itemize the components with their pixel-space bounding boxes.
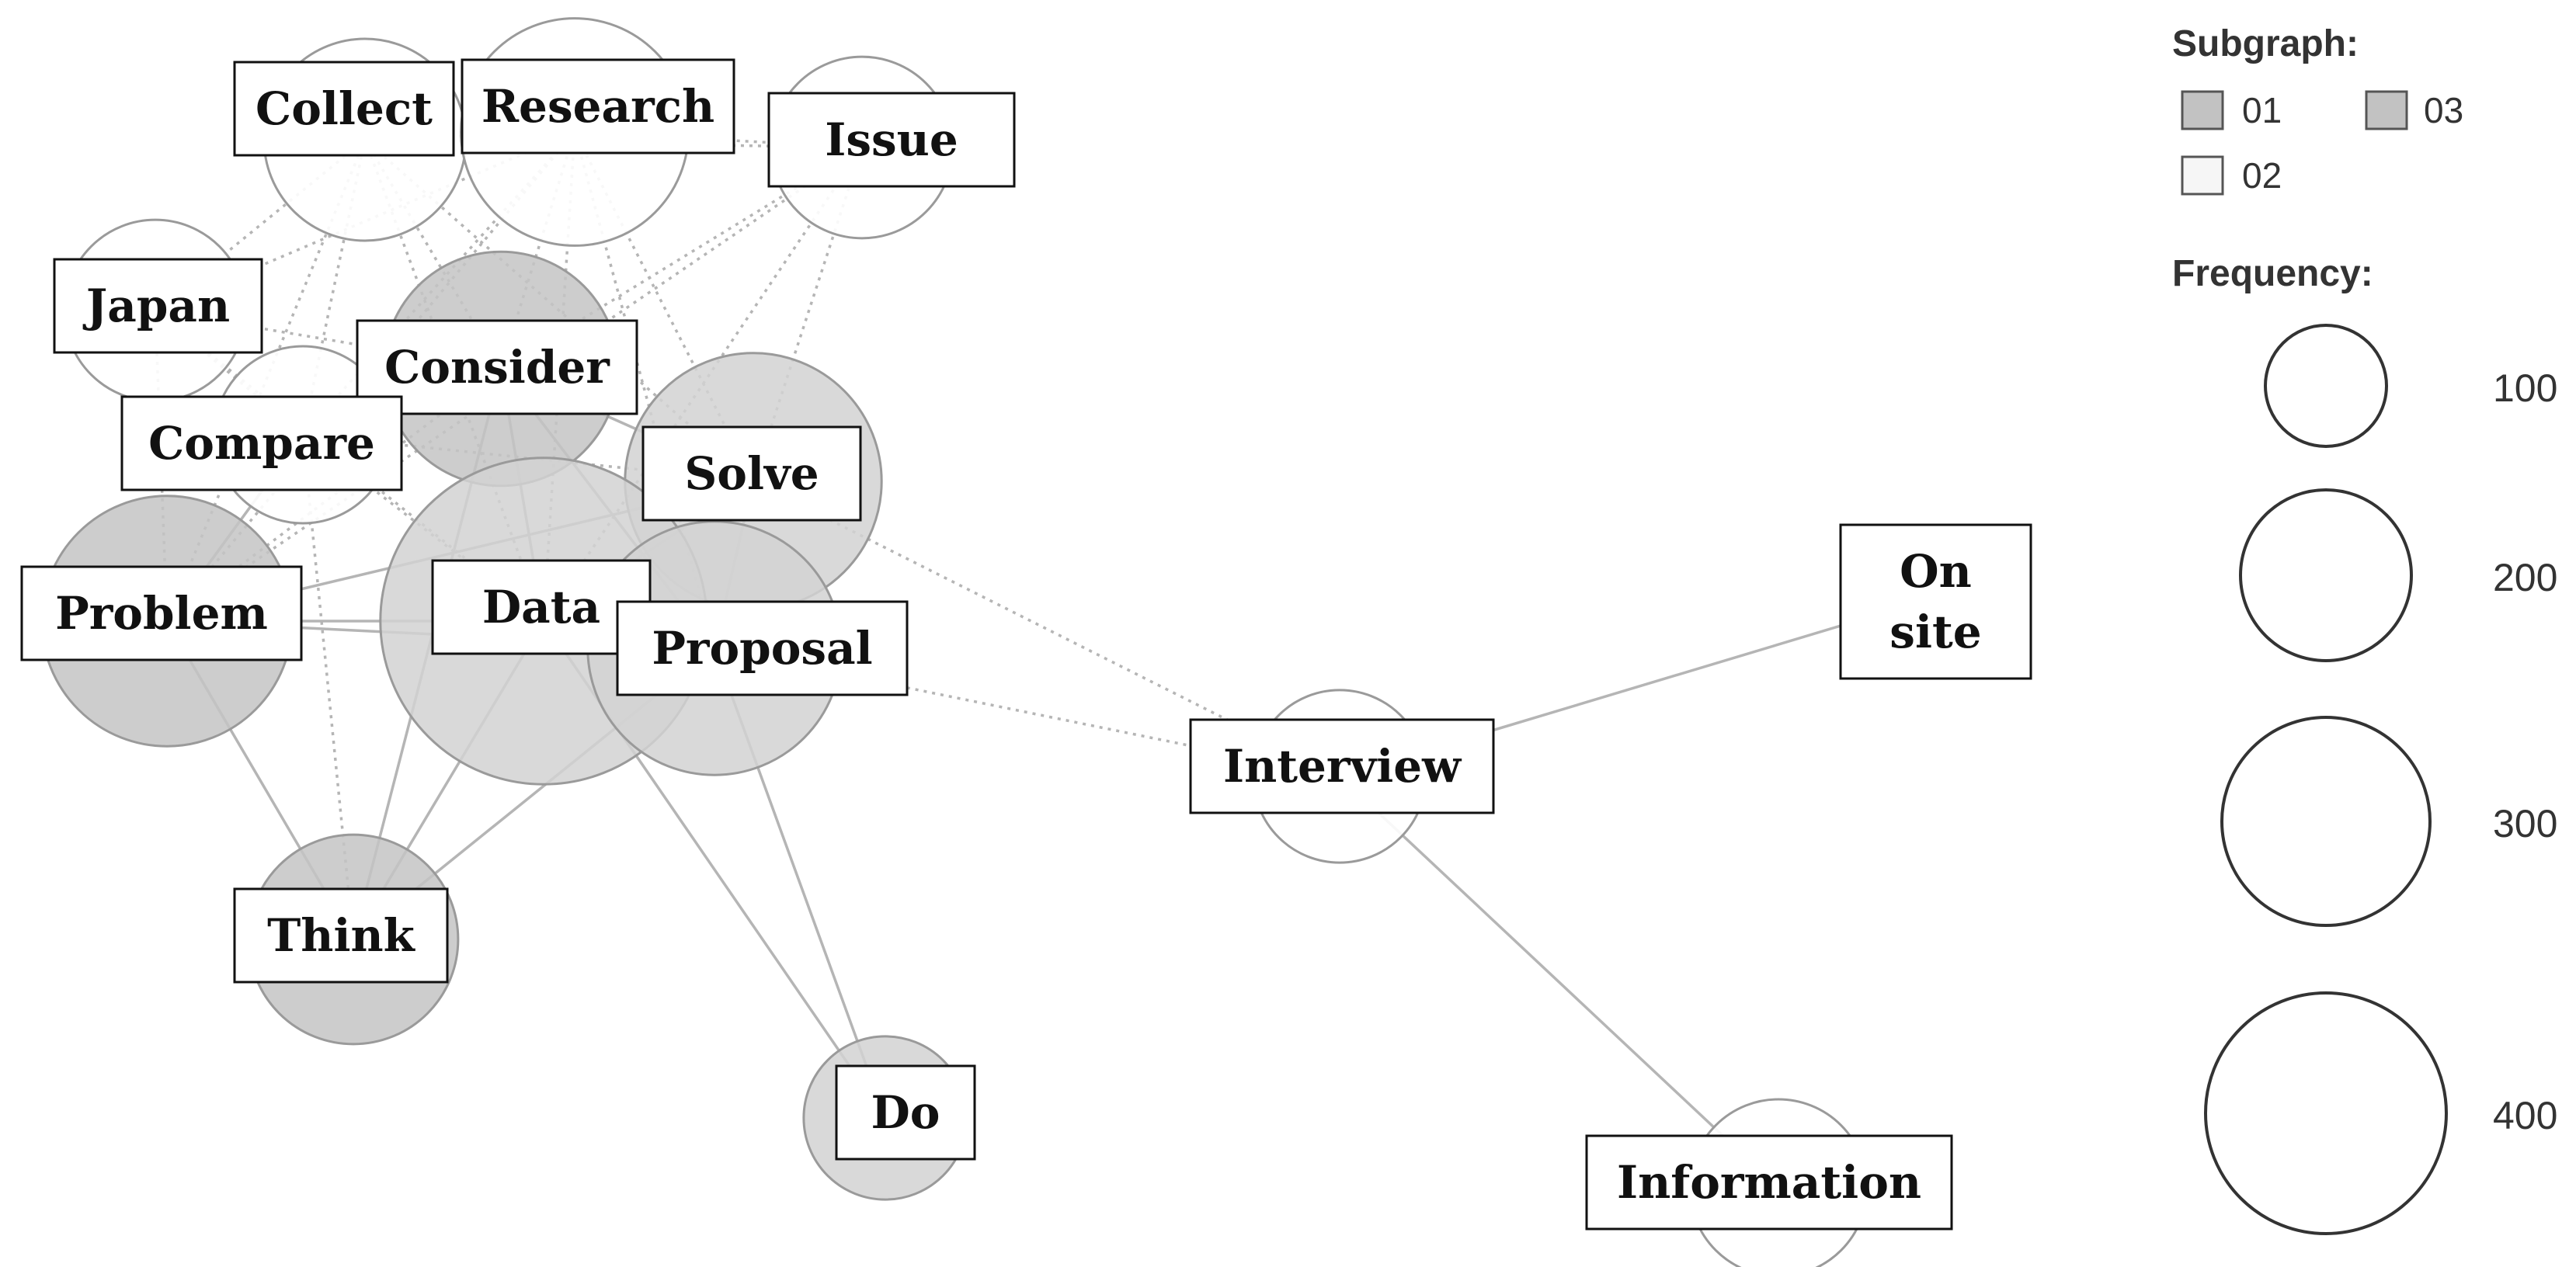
subgraph-01-swatch bbox=[2181, 90, 2224, 130]
subgraph-legend-item-01: 01 bbox=[2181, 90, 2282, 130]
node-label-box-collect bbox=[233, 61, 455, 157]
node-label-box-data bbox=[431, 559, 652, 655]
node-label-text-onsite-0: On bbox=[1900, 545, 1972, 598]
node-label-think: Think bbox=[233, 887, 449, 984]
labels-layer: Collect ResearchIssueJapanConsiderCompare… bbox=[20, 58, 2032, 1231]
node-label-text-think: Think bbox=[267, 909, 416, 962]
edge-issue-data bbox=[542, 147, 864, 622]
node-label-data: Data bbox=[431, 559, 652, 655]
frequency-label-100: 100 bbox=[2493, 366, 2557, 410]
node-label-text-proposal: Proposal bbox=[652, 622, 872, 675]
node-label-box-think bbox=[233, 887, 449, 984]
subgraph-legend-item-02: 02 bbox=[2181, 155, 2282, 196]
node-label-box-consider bbox=[356, 319, 638, 415]
frequency-label-200: 200 bbox=[2493, 556, 2557, 599]
frequency-circle-300 bbox=[2220, 716, 2432, 927]
subgraph-legend-title: Subgraph: bbox=[2172, 23, 2359, 64]
node-label-collect: Collect bbox=[233, 61, 455, 157]
frequency-circle-200 bbox=[2239, 488, 2413, 662]
legend: Subgraph: 01 03 02 Frequency: 100 200 30… bbox=[2172, 23, 2557, 1235]
subgraph-01-label: 01 bbox=[2242, 90, 2282, 130]
node-label-solve: Solve bbox=[641, 425, 862, 522]
node-label-compare: Compare bbox=[120, 395, 403, 491]
node-label-text-solve: Solve bbox=[684, 447, 819, 500]
node-label-text-information: Information bbox=[1617, 1156, 1921, 1209]
frequency-circle-400 bbox=[2204, 991, 2448, 1235]
node-label-text-compare: Compare bbox=[148, 417, 375, 470]
nodes-layer bbox=[40, 17, 2004, 1267]
node-label-box-issue bbox=[767, 92, 1016, 188]
node-label-issue: Issue bbox=[767, 92, 1016, 188]
node-label-box-compare bbox=[120, 395, 403, 491]
node-label-text-research: Research bbox=[481, 80, 714, 133]
node-label-box-problem bbox=[20, 565, 303, 661]
frequency-label-300: 300 bbox=[2493, 802, 2557, 845]
subgraph-03-swatch bbox=[2365, 90, 2408, 130]
node-label-box-japan bbox=[53, 258, 263, 354]
node-label-consider: Consider bbox=[356, 319, 638, 415]
node-label-proposal: Proposal bbox=[616, 600, 909, 696]
node-label-onsite: On site bbox=[1839, 523, 2032, 680]
edge-interview-information bbox=[1338, 775, 1780, 1189]
node-label-box-information bbox=[1585, 1134, 1953, 1231]
node-label-text-collect: Collect bbox=[256, 82, 433, 135]
node-label-text-data: Data bbox=[482, 581, 600, 634]
node-label-box-interview bbox=[1189, 718, 1495, 814]
frequency-legend-title: Frequency: bbox=[2172, 253, 2373, 294]
node-label-do: Do bbox=[835, 1064, 976, 1161]
subgraph-legend-item-03: 03 bbox=[2365, 90, 2463, 130]
node-label-text-onsite-1: site bbox=[1889, 606, 1981, 658]
node-label-box-do bbox=[835, 1064, 976, 1161]
node-label-text-issue: Issue bbox=[825, 113, 958, 166]
node-label-text-interview: Interview bbox=[1223, 740, 1462, 793]
node-label-text-do: Do bbox=[871, 1086, 940, 1139]
node-label-box-solve bbox=[641, 425, 862, 522]
node-label-text-japan: Japan bbox=[82, 279, 230, 332]
node-label-box-research bbox=[461, 58, 735, 154]
node-label-text-consider: Consider bbox=[384, 341, 610, 394]
node-label-box-proposal bbox=[616, 600, 909, 696]
frequency-circle-100 bbox=[2264, 324, 2388, 448]
node-label-problem: Problem bbox=[20, 565, 303, 661]
node-label-box-onsite bbox=[1839, 523, 2032, 680]
subgraph-02-swatch bbox=[2181, 155, 2224, 196]
node-label-japan: Japan bbox=[53, 258, 263, 354]
node-label-interview: Interview bbox=[1189, 718, 1495, 814]
node-label-text-problem: Problem bbox=[55, 587, 268, 640]
edge-japan-compare bbox=[154, 309, 304, 436]
node-label-information: Information bbox=[1585, 1134, 1953, 1231]
node-label-research: Research bbox=[461, 58, 735, 154]
subgraph-03-label: 03 bbox=[2424, 90, 2463, 130]
frequency-label-400: 400 bbox=[2493, 1094, 2557, 1137]
subgraph-02-label: 02 bbox=[2242, 155, 2282, 196]
